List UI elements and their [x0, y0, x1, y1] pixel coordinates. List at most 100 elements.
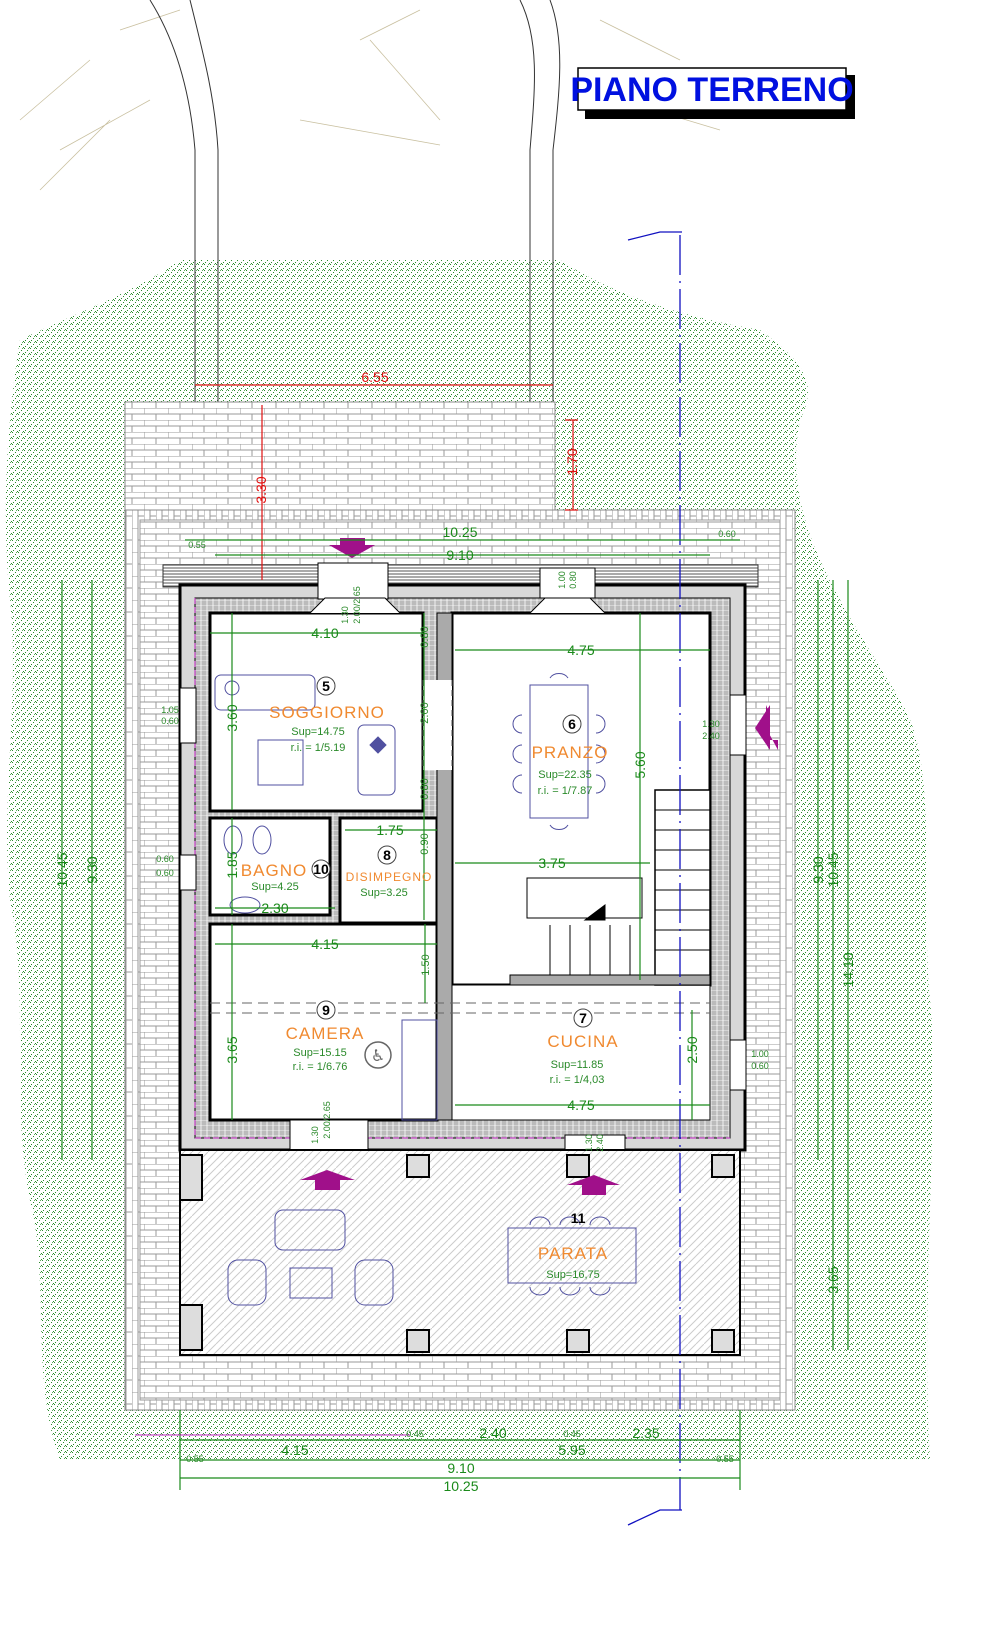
furniture — [214, 673, 637, 1306]
section-marker-bottom-icon — [627, 1509, 682, 1526]
dim-label: 1.70 — [564, 448, 580, 475]
opening-label: 1.00 — [751, 1049, 769, 1059]
entrance-arrow-parata-icon — [567, 1175, 620, 1195]
room-label-soggiorno: 5 SOGGIORNO Sup=14.75 r.i. = 1/5.19 — [269, 676, 385, 754]
dim-label: 2.35 — [632, 1425, 659, 1441]
opening-labels: 1.30 2.00/2.65 1.00 0.80 1.05 0.60 0.60 … — [156, 571, 769, 1152]
dim-label: 0.80 — [419, 626, 431, 647]
dim-label: 9.30 — [84, 856, 100, 883]
room-number: 10 — [313, 861, 329, 877]
room-number: 5 — [322, 678, 330, 694]
dim-label: 0.80 — [419, 778, 431, 799]
dim-label: 5.95 — [558, 1442, 585, 1458]
opening-label: 2.40 — [702, 731, 720, 741]
opening-label: 1.30 — [584, 1134, 594, 1152]
dim-label: 0.55 — [716, 1454, 734, 1464]
room-label-disimpegno: 8 DISIMPEGNO Sup=3.25 — [346, 845, 433, 899]
staircase[interactable] — [509, 789, 711, 986]
opening-label: 0.80 — [568, 571, 578, 589]
entrance-arrow-icons — [300, 538, 778, 1195]
room-cucina[interactable] — [451, 984, 711, 1121]
plan-title: PIANO TERRENO — [570, 67, 855, 119]
dim-label: 6.55 — [361, 369, 388, 385]
room-label-pranzo: 6 PRANZO Sup=22.35 r.i. = 1/7.87 — [532, 714, 609, 797]
driveway — [149, 0, 561, 560]
room-name: CAMERA — [286, 1024, 365, 1043]
opening-label: 2.00/2.65 — [352, 586, 362, 624]
dim-label: 0.45 — [406, 1429, 424, 1439]
entrance-arrow-north-icon — [329, 538, 375, 558]
dim-label: 10.25 — [443, 1478, 478, 1494]
dim-label: 3.75 — [538, 855, 565, 871]
entrance-arrow-south-icon — [300, 1170, 355, 1190]
room-soggiorno[interactable] — [208, 611, 425, 813]
dim-label: 4.10 — [311, 625, 338, 641]
dim-label: 1.50 — [420, 954, 432, 975]
dim-label: 0.45 — [563, 1429, 581, 1439]
room-label-cucina: 7 CUCINA Sup=11.85 r.i. = 1/4,03 — [547, 1008, 618, 1086]
room-area: Sup=14.75 — [291, 726, 345, 738]
room-ratio: r.i. = 1/5.19 — [291, 742, 346, 754]
section-marker-top-icon — [627, 231, 682, 241]
room-number: 11 — [571, 1210, 586, 1226]
room-area: Sup=16,75 — [546, 1269, 600, 1281]
dim-label: 4.75 — [567, 642, 594, 658]
room-number: 7 — [579, 1010, 587, 1026]
dim-label: 3.60 — [224, 704, 240, 731]
room-ratio: r.i. = 1/6.76 — [293, 1061, 348, 1073]
dim-label: 10.45 — [825, 852, 841, 887]
dim-label: 9.30 — [810, 856, 826, 883]
opening-label: 2.00/2.65 — [322, 1101, 332, 1139]
dim-label: 0.55 — [188, 540, 206, 550]
dim-label: 1.85 — [224, 851, 240, 878]
room-label-parata: 11 PARATA Sup=16,75 — [538, 1210, 607, 1281]
portico-parata[interactable] — [179, 1149, 741, 1356]
dimension-lines — [61, 384, 849, 1490]
opening-label: 1.00 — [557, 571, 567, 589]
dim-label: 0.60 — [718, 529, 736, 539]
room-label-bagno: 10 BAGNO Sup=4.25 — [241, 859, 331, 893]
room-ratio: r.i. = 1/7.87 — [538, 785, 593, 797]
dim-label: 4.15 — [311, 936, 338, 952]
portico-pillars — [179, 1154, 735, 1353]
dim-label: 3.65 — [224, 1036, 240, 1063]
dim-label: 0.55 — [186, 1454, 204, 1464]
dim-label: 4.75 — [567, 1097, 594, 1113]
dim-label: 5.60 — [632, 751, 648, 778]
opening-label: 1.30 — [702, 719, 720, 729]
dim-label: 2.00 — [419, 702, 431, 723]
dimension-labels: 6.55 3.30 1.70 10.25 9.10 0.55 0.60 4.10… — [54, 369, 856, 1494]
dim-label: 0.90 — [419, 833, 431, 854]
room-number: 8 — [383, 847, 391, 863]
room-label-camera: 9 CAMERA Sup=15.15 r.i. = 1/6.76 — [286, 1000, 365, 1073]
dim-label: 1.75 — [376, 822, 403, 838]
opening-label: 1.05 — [161, 705, 179, 715]
room-number: 9 — [322, 1002, 330, 1018]
room-name: BAGNO — [241, 861, 307, 880]
dim-label: 14.10 — [840, 952, 856, 987]
room-ratio: r.i. = 1/4,03 — [550, 1074, 605, 1086]
svg-text:♿: ♿ — [371, 1046, 385, 1065]
opening-label: 1.30 — [340, 606, 350, 624]
opening-label: 1.30 — [310, 1126, 320, 1144]
room-camera[interactable] — [208, 922, 439, 1122]
dim-label: 2.50 — [684, 1036, 700, 1063]
room-name: DISIMPEGNO — [346, 870, 433, 884]
room-area: Sup=15.15 — [293, 1047, 347, 1059]
room-number: 6 — [568, 716, 576, 732]
opening-label: 0.60 — [156, 868, 174, 878]
dim-label: 10.25 — [442, 524, 477, 540]
room-name: CUCINA — [547, 1032, 618, 1051]
room-area: Sup=4.25 — [251, 881, 298, 893]
room-name: PRANZO — [532, 743, 609, 762]
plan-title-text: PIANO TERRENO — [570, 71, 853, 109]
dim-label: 2.40 — [479, 1425, 506, 1441]
room-name: SOGGIORNO — [269, 703, 385, 722]
dim-label: 10.45 — [54, 852, 70, 887]
opening-label: 0.60 — [156, 854, 174, 864]
front-paving — [124, 401, 556, 513]
dim-label: 4.15 — [281, 1442, 308, 1458]
wheelchair-accessible-icon: ♿ — [364, 1041, 392, 1069]
room-area: Sup=3.25 — [360, 887, 407, 899]
